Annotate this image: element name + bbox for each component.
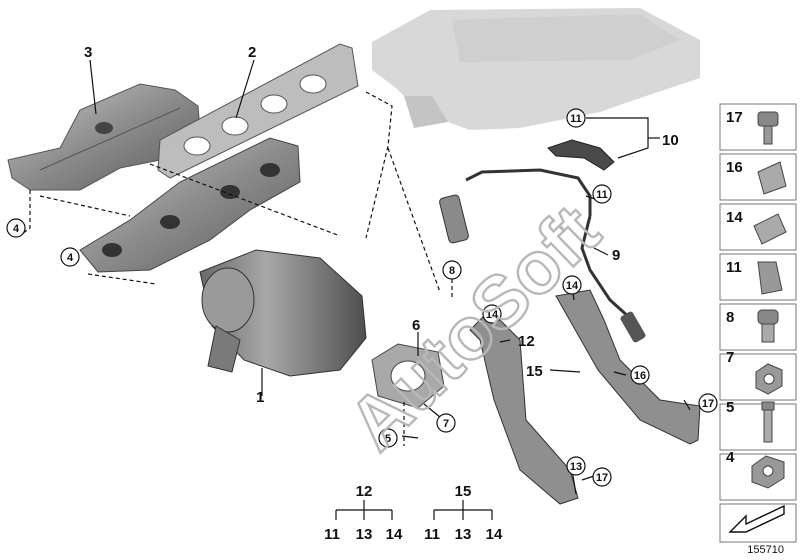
parts-legend: 17 16 14 11 8 7 (719, 103, 797, 543)
svg-text:4: 4 (67, 252, 74, 264)
kit-12-part-1: 13 (356, 526, 373, 543)
circled-callout-14b: 14 (562, 275, 582, 295)
circled-callout-16: 16 (630, 365, 650, 385)
kit-15-label: 15 (455, 483, 472, 500)
svg-text:13: 13 (570, 461, 582, 473)
callout-3: 3 (84, 44, 92, 61)
legend-cell-4: 4 (719, 449, 797, 501)
svg-text:7: 7 (443, 418, 449, 430)
circled-callout-17a: 17 (698, 393, 718, 413)
legend-cell-arrow (719, 503, 797, 543)
legend-cell-5: 5 (719, 399, 797, 451)
sensor-bracket (547, 139, 615, 171)
svg-text:8: 8 (726, 309, 734, 326)
exhaust-manifold-catalytic-converter (79, 137, 367, 377)
svg-text:17: 17 (596, 472, 608, 484)
callout-leaders (89, 59, 691, 495)
callout-12: 12 (518, 333, 535, 350)
dashed-leaders (21, 91, 453, 446)
circled-callout-11b: 11 (592, 184, 612, 204)
legend-cell-14: 14 (719, 203, 797, 251)
svg-text:14: 14 (726, 209, 743, 226)
svg-text:17: 17 (702, 398, 714, 410)
legend-cell-8: 8 (719, 303, 797, 351)
callout-6: 6 (412, 317, 420, 334)
circled-callout-4b: 4 (60, 247, 80, 267)
callout-10: 10 (662, 132, 679, 149)
svg-text:16: 16 (634, 370, 646, 382)
kit-12-part-2: 14 (386, 526, 403, 543)
circled-callout-8: 8 (442, 260, 462, 280)
circled-callout-5: 5 (378, 428, 398, 448)
callout-9: 9 (612, 247, 620, 264)
kit-15-part-0: 11 (424, 526, 440, 543)
kit-12-label: 12 (356, 483, 373, 500)
circled-callout-4a: 4 (6, 218, 26, 238)
support-bracket-12 (469, 309, 579, 505)
reference-number: 155710 (747, 544, 784, 556)
legend-cell-17: 17 (719, 103, 797, 151)
svg-text:5: 5 (385, 433, 391, 445)
svg-text:8: 8 (449, 265, 455, 277)
flange-gasket (371, 343, 445, 409)
svg-text:11: 11 (726, 259, 742, 276)
callout-2: 2 (248, 44, 256, 61)
kit-tree-15: 15 11 13 14 (424, 483, 503, 543)
legend-cell-11: 11 (719, 253, 797, 301)
svg-text:11: 11 (596, 189, 608, 201)
manifold-gasket (157, 43, 359, 179)
kit-15-part-2: 14 (486, 526, 503, 543)
circled-callout-13: 13 (566, 456, 586, 476)
svg-text:11: 11 (570, 113, 582, 125)
oxygen-sensor-9 (580, 215, 646, 343)
kit-15-part-1: 13 (455, 526, 472, 543)
svg-text:5: 5 (726, 399, 734, 416)
svg-text:7: 7 (726, 349, 734, 366)
svg-text:4: 4 (726, 449, 735, 466)
svg-text:16: 16 (726, 159, 743, 176)
watermark-text: AutoSoft (333, 189, 615, 466)
engine-block-ghost (372, 8, 700, 130)
svg-text:14: 14 (486, 309, 499, 321)
svg-text:4: 4 (13, 223, 20, 235)
svg-text:17: 17 (726, 109, 743, 126)
svg-text:14: 14 (566, 280, 579, 292)
circled-callout-14a: 14 (482, 304, 502, 324)
callout-15: 15 (526, 363, 543, 380)
oxygen-sensor-8 (439, 168, 592, 244)
kit-12-part-0: 11 (324, 526, 340, 543)
legend-cell-7: 7 (719, 349, 797, 401)
circled-callout-17b: 17 (592, 467, 612, 487)
legend-cell-16: 16 (719, 153, 797, 201)
circled-callout-7: 7 (436, 413, 456, 433)
callout-1: 1 (256, 389, 264, 406)
kit-tree-12: 12 11 13 14 (324, 483, 403, 543)
circled-callout-11a: 11 (566, 108, 586, 128)
